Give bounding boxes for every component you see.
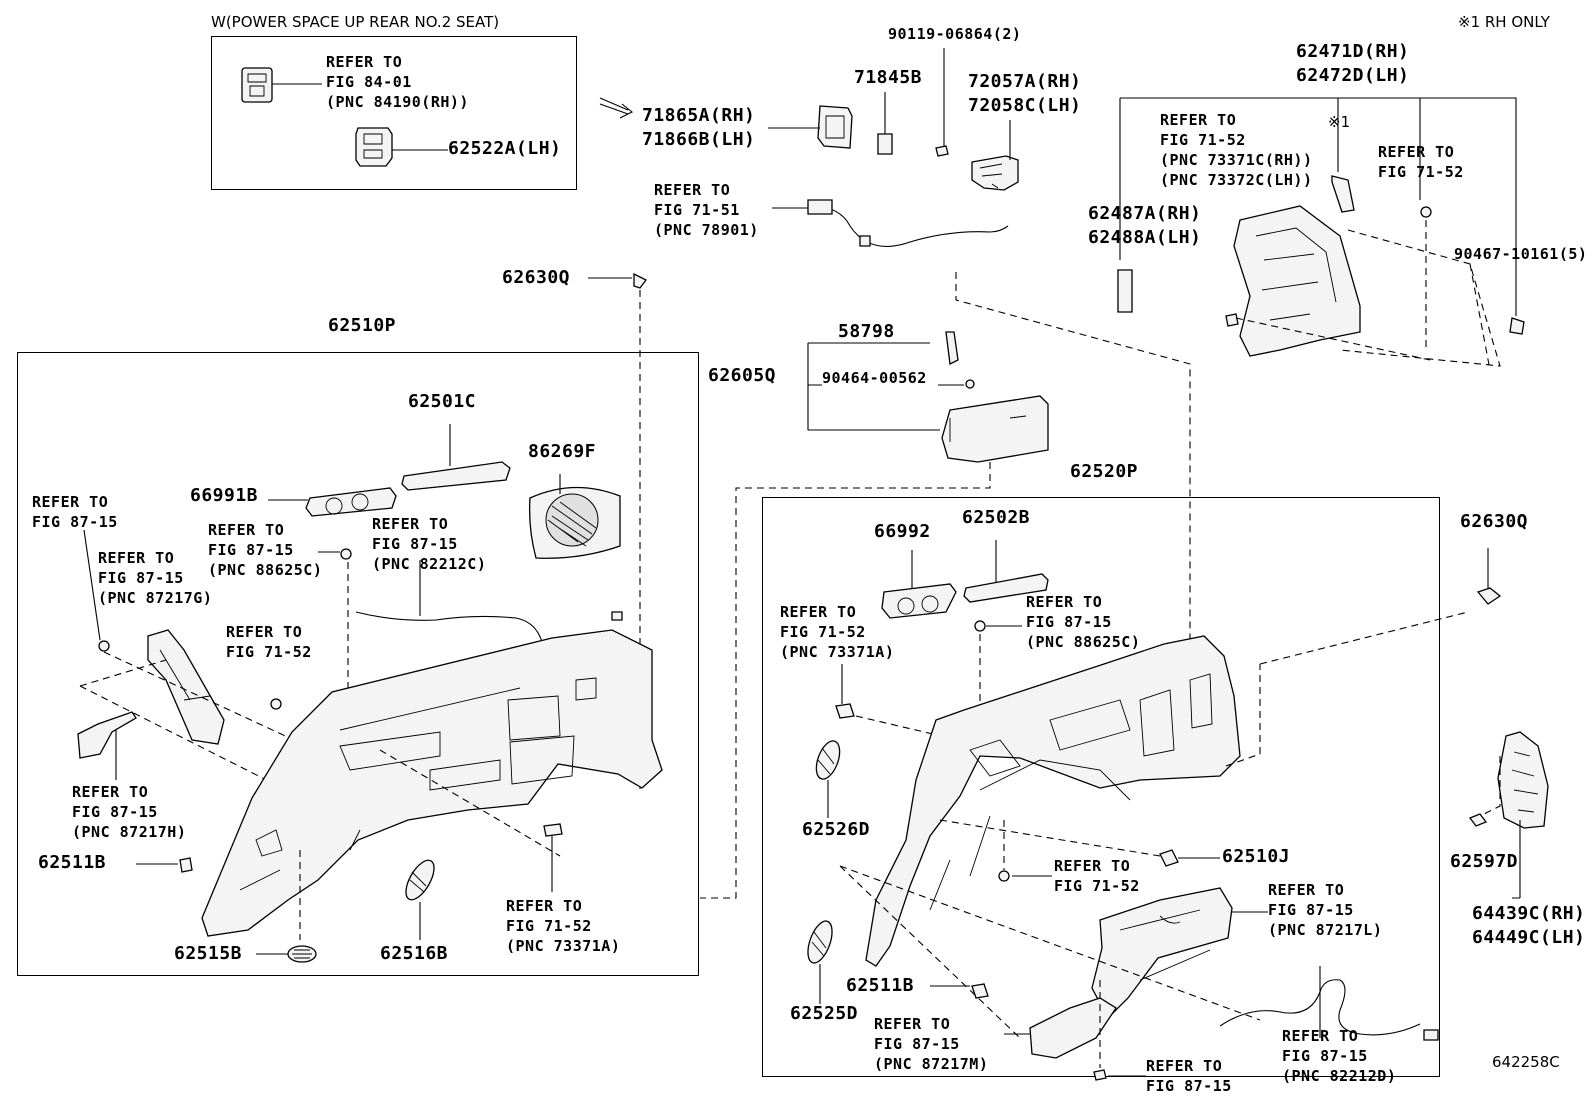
inset-title: W(POWER SPACE UP REAR NO.2 SEAT) — [211, 13, 500, 31]
label-62511b-left: 62511B — [38, 852, 107, 873]
ref-71-51: REFER TO FIG 71-51 (PNC 78901) — [654, 181, 759, 239]
label-62597d: 62597D — [1450, 851, 1519, 872]
ref-87-15-87217g: REFER TO FIG 87-15 (PNC 87217G) — [98, 549, 213, 607]
label-62526d: 62526D — [802, 819, 871, 840]
ref-71-52-73371a-left: REFER TO FIG 71-52 (PNC 73371A) — [506, 897, 621, 955]
ref-71-52-left: REFER TO FIG 71-52 — [226, 623, 312, 661]
62502b-part — [963, 573, 1049, 603]
ref-87-15-lower: REFER TO FIG 87-15 — [1146, 1057, 1232, 1095]
inset-box — [211, 36, 577, 190]
label-62471d: 62471D(RH) 62472D(LH) — [1296, 41, 1410, 86]
label-90464: 90464-00562 — [822, 369, 927, 387]
rh-only-note: ※1 RH ONLY — [1458, 13, 1550, 31]
label-62630q-right: 62630Q — [1460, 511, 1529, 532]
ref-71-52-upper: REFER TO FIG 71-52 — [1378, 143, 1464, 181]
label-71865a: 71865A(RH) 71866B(LH) — [642, 105, 756, 150]
ref-71-52-right: REFER TO FIG 71-52 — [1054, 857, 1140, 895]
label-66991b: 66991B — [190, 485, 259, 506]
87217l-duct — [1091, 887, 1233, 1020]
72057a-part — [971, 155, 1019, 191]
inset-switch-part — [241, 67, 273, 103]
label-64439c: 64439C(RH) 64449C(LH) — [1472, 903, 1586, 948]
ref-87-15-82212c: REFER TO FIG 87-15 (PNC 82212C) — [372, 515, 487, 573]
label-62487a: 62487A(RH) 62488A(LH) — [1088, 203, 1202, 248]
label-58798: 58798 — [838, 321, 895, 342]
label-71845b: 71845B — [854, 67, 923, 88]
label-72057a: 72057A(RH) 72058C(LH) — [968, 71, 1082, 116]
ref-87-15-87217m: REFER TO FIG 87-15 (PNC 87217M) — [874, 1015, 989, 1073]
ref-87-15-88625c-left: REFER TO FIG 87-15 (PNC 88625C) — [208, 521, 323, 579]
ref-71-52-73371c: REFER TO FIG 71-52 (PNC 73371C(RH)) (PNC… — [1160, 111, 1313, 189]
62515b-part — [287, 945, 317, 963]
label-66992: 66992 — [874, 521, 931, 542]
upper-right-trim-part — [1233, 205, 1361, 357]
ref-87-15-87217h: REFER TO FIG 87-15 (PNC 87217H) — [72, 783, 187, 841]
62510p-trim-part — [201, 629, 663, 937]
ref-87-15-82212d: REFER TO FIG 87-15 (PNC 82212D) — [1282, 1027, 1397, 1085]
ref-87-15-87217l: REFER TO FIG 87-15 (PNC 87217L) — [1268, 881, 1383, 939]
mark-1: ※1 — [1328, 113, 1351, 131]
label-90119: 90119-06864(2) — [888, 25, 1022, 43]
diagram-code: 642258C — [1492, 1053, 1560, 1071]
label-62516b: 62516B — [380, 943, 449, 964]
label-62605q: 62605Q — [708, 365, 777, 386]
66992-part — [881, 583, 957, 619]
label-86269f: 86269F — [528, 441, 597, 462]
label-62630q-upper: 62630Q — [502, 267, 571, 288]
62520p-trim-part — [865, 635, 1241, 967]
inset-part-62522a: 62522A(LH) — [448, 138, 562, 159]
left-panel-title: 62510P — [328, 315, 397, 336]
62526d-part — [815, 740, 841, 780]
left-panel-box — [17, 352, 699, 976]
87217h-duct — [77, 711, 137, 759]
71865a-part — [817, 105, 853, 149]
62501c-part — [401, 461, 511, 491]
62605q-part — [941, 395, 1049, 463]
label-62511b-right: 62511B — [846, 975, 915, 996]
label-62515b: 62515B — [174, 943, 243, 964]
ref-87-15-88625c-right: REFER TO FIG 87-15 (PNC 88625C) — [1026, 593, 1141, 651]
64439c-part — [1497, 731, 1549, 829]
62516b-part — [405, 859, 435, 901]
87217m-duct — [1029, 997, 1117, 1059]
label-62501c: 62501C — [408, 391, 477, 412]
label-62502b: 62502B — [962, 507, 1031, 528]
label-90467: 90467-10161(5) — [1454, 245, 1588, 263]
62525d-part — [807, 920, 833, 964]
66991b-part — [305, 487, 397, 517]
inset-bracket-part — [355, 127, 393, 167]
label-62525d: 62525D — [790, 1003, 859, 1024]
86269f-speaker — [528, 486, 621, 559]
label-62510j: 62510J — [1222, 846, 1291, 867]
ref-87-15-a: REFER TO FIG 87-15 — [32, 493, 118, 531]
inset-ref-fig: REFER TO FIG 84-01 (PNC 84190(RH)) — [326, 53, 469, 111]
87217g-duct — [147, 629, 225, 745]
right-panel-title: 62520P — [1070, 461, 1139, 482]
ref-71-52-73371a-right: REFER TO FIG 71-52 (PNC 73371A) — [780, 603, 895, 661]
